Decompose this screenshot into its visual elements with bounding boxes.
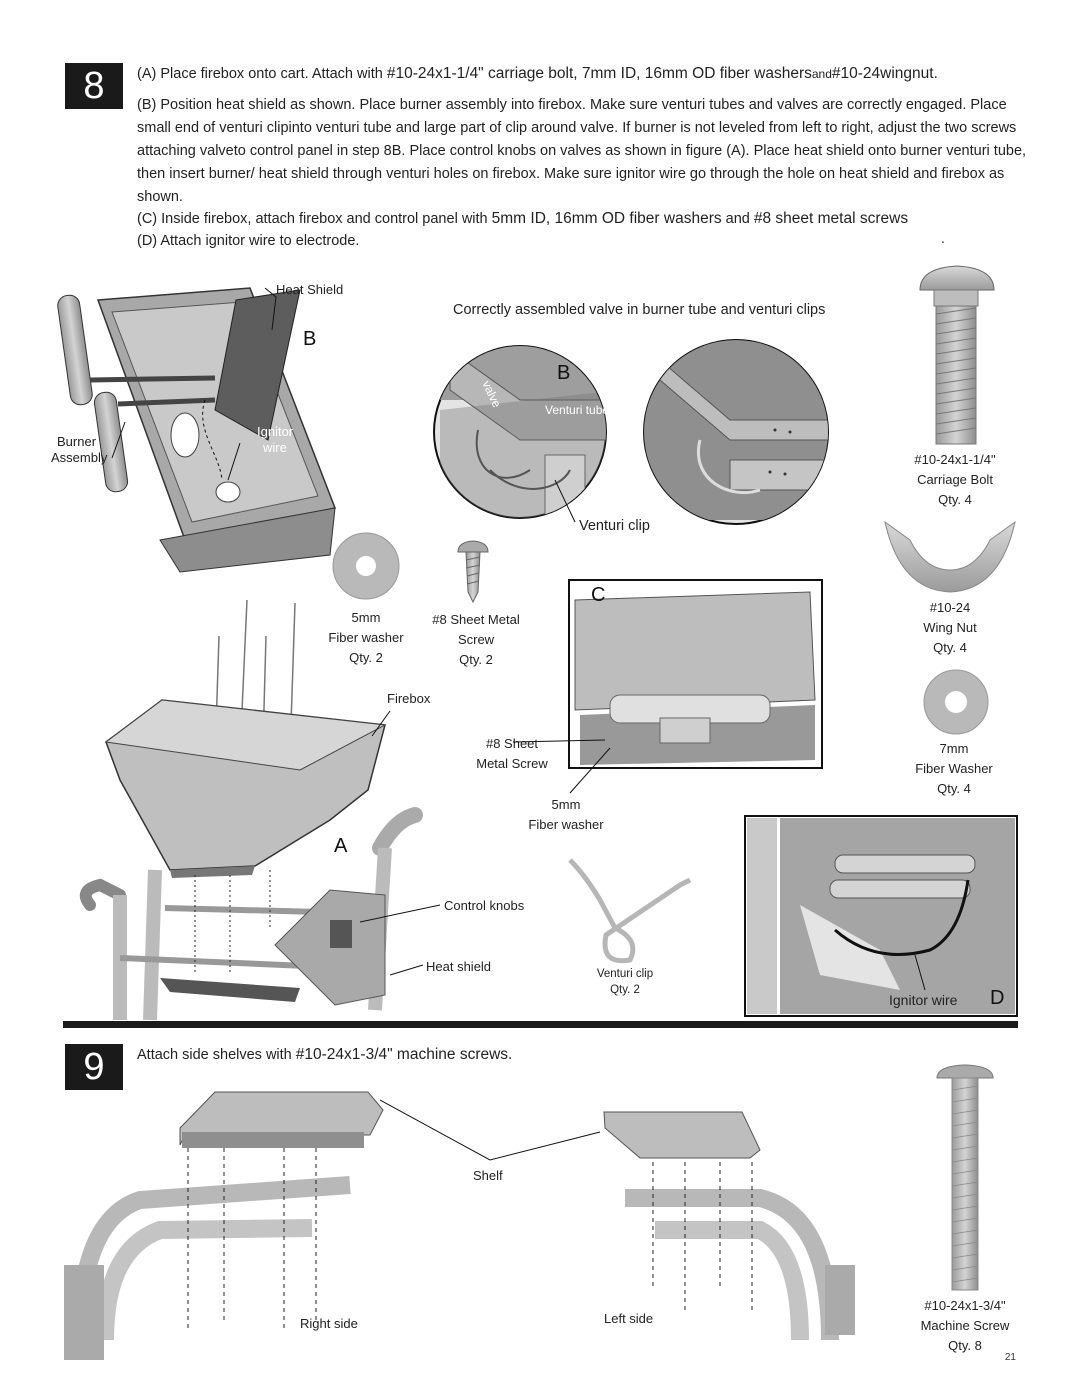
left-side-label: Left side <box>604 1311 654 1326</box>
detail-b-letter: B <box>557 362 571 384</box>
figure-c-screw-label: #8 Sheet Metal Screw <box>476 736 548 771</box>
firebox-b-illustration <box>57 287 337 573</box>
step-8-c-text: (C) Inside firebox, attach firebox and c… <box>137 210 909 227</box>
page-number: 21 <box>1004 1352 1016 1363</box>
washer-5mm-caption: 5mm Fiber washer Qty. 2 <box>328 610 404 665</box>
figure-c-letter: C <box>591 584 606 606</box>
machine-screw-illustration <box>936 1064 994 1291</box>
heat-shield-label-a: Heat shield <box>426 959 492 974</box>
machine-screw-caption: #10-24x1-3/4" Machine Screw Qty. 8 <box>920 1298 1010 1353</box>
ignitor-wire-label: Ignitor wire <box>889 992 958 1008</box>
detail-caption: Correctly assembled valve in burner tube… <box>453 302 826 318</box>
venturi-clip-caption: Venturi clip Qty. 2 <box>596 968 654 996</box>
figure-c-washer-label: 5mm Fiber washer <box>528 797 604 832</box>
step-8-b-text: (B) Position heat shield as shown. Place… <box>137 97 1027 205</box>
washer-7mm-caption: 7mm Fiber Washer Qty. 4 <box>915 741 993 796</box>
sheet-screw-caption: #8 Sheet Metal Screw Qty. 2 <box>432 612 520 667</box>
venturi-clip-label: Venturi clip <box>579 518 650 534</box>
step-8-d-dot: . <box>941 230 945 246</box>
step-divider <box>63 1021 1018 1028</box>
venturi-clip-illustration <box>568 858 692 964</box>
carriage-bolt-caption: #10-24x1-1/4" Carriage Bolt Qty. 4 <box>914 452 996 507</box>
detail-circle-right <box>643 339 829 525</box>
right-side-label: Right side <box>300 1316 358 1331</box>
detail-circle-left <box>433 345 607 519</box>
sheet-screw-illustration <box>457 540 489 604</box>
carriage-bolt-illustration <box>919 265 995 445</box>
shelf-label: Shelf <box>473 1168 503 1183</box>
step-8-a-text: (A) Place firebox onto cart. Attach with… <box>137 65 938 82</box>
step-9-number: 9 <box>65 1044 123 1090</box>
figure-a-letter: A <box>334 835 348 857</box>
firebox-label: Firebox <box>387 691 431 706</box>
heat-shield-label-b: Heat Shield <box>276 282 344 297</box>
figure-d-illustration <box>744 815 1018 1017</box>
shelves-illustration <box>64 1091 855 1360</box>
burner-label: Burner <box>57 434 97 449</box>
firebox-a-illustration <box>79 599 441 1021</box>
figure-d-letter: D <box>990 987 1005 1009</box>
step-8-d-text: (D) Attach ignitor wire to electrode. <box>137 233 360 249</box>
wire-label: wire <box>263 440 287 455</box>
venturi-tube-label: Venturi tube <box>545 403 610 417</box>
assembly-label: Assembly <box>51 450 108 465</box>
ignitor-label: Ignitor <box>257 424 294 439</box>
figure-b-letter: B <box>303 328 317 350</box>
step-9-text: Attach side shelves with #10-24x1-3/4" m… <box>137 1046 513 1063</box>
figure-c-illustration <box>512 579 823 794</box>
control-knobs-label: Control knobs <box>444 898 525 913</box>
step-8-number: 8 <box>65 63 123 109</box>
wing-nut-caption: #10-24 Wing Nut Qty. 4 <box>923 600 977 655</box>
wing-nut-illustration <box>884 520 1016 593</box>
